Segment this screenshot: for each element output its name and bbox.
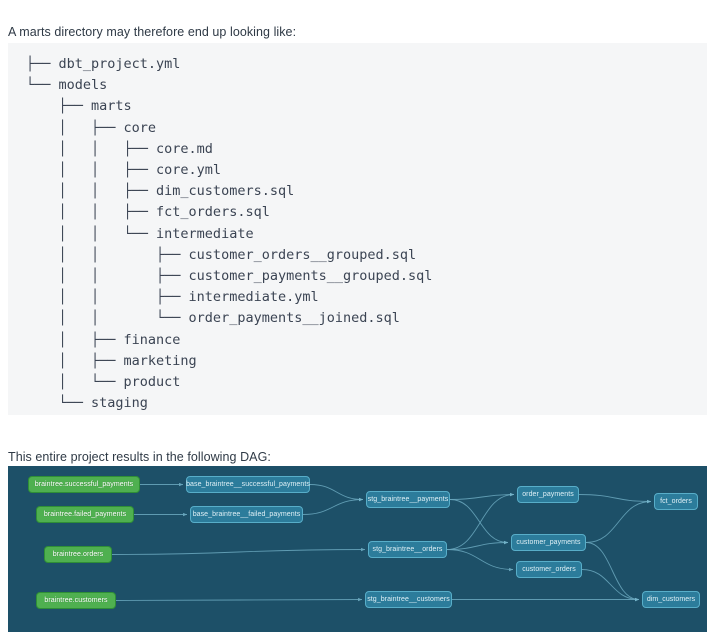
dag-node-label: braintree.failed_payments [43, 511, 127, 518]
dag-edge-base_braintree_successful_payments-to-stg_braintree_payments [309, 484, 364, 502]
dag-panel: braintree.successful_payments braintree.f… [8, 466, 707, 632]
dag-edge-base_braintree_failed_payments-to-stg_braintree_payments [302, 497, 364, 515]
dag-edge-customer_payments-to-fct_orders [585, 499, 652, 543]
dag-node-order_payments[interactable]: order_payments [517, 486, 579, 503]
dag-edge-braintree_customers-to-stg_braintree_customers [115, 597, 363, 602]
dag-node-stg_braintree_payments[interactable]: stg_braintree__payments [366, 491, 450, 508]
dag-paragraph: This entire project results in the follo… [8, 449, 271, 464]
dag-graph: braintree.successful_payments braintree.f… [8, 466, 707, 632]
dag-node-label: customer_payments [516, 539, 581, 546]
dag-node-label: braintree.orders [52, 551, 104, 558]
dag-node-dim_customers[interactable]: dim_customers [642, 591, 700, 608]
dag-edge-customer_payments-to-dim_customers [585, 542, 640, 602]
dag-node-stg_braintree_orders[interactable]: stg_braintree__orders [368, 541, 447, 558]
dag-node-braintree_failed_payments[interactable]: braintree.failed_payments [36, 506, 134, 523]
dag-edge-stg_braintree_orders-to-order_payments [446, 492, 515, 550]
dag-node-label: stg_braintree__payments [367, 496, 449, 503]
dag-edges-layer [111, 482, 652, 602]
dag-node-braintree_orders[interactable]: braintree.orders [44, 546, 112, 563]
dag-node-base_braintree_failed_payments[interactable]: base_braintree__failed_payments [190, 506, 303, 523]
dag-node-label: fct_orders [660, 498, 692, 505]
dag-node-fct_orders[interactable]: fct_orders [654, 493, 698, 510]
dag-edge-customer_orders-to-dim_customers [581, 569, 640, 602]
dag-edge-stg_braintree_orders-to-customer_orders [446, 549, 514, 572]
dag-node-customer_payments[interactable]: customer_payments [511, 534, 586, 551]
dag-edge-stg_braintree_payments-to-order_payments [449, 492, 515, 500]
dag-edge-stg_braintree_payments-to-customer_payments [449, 499, 509, 545]
dag-node-label: base_braintree__failed_payments [192, 511, 301, 518]
dag-node-label: base_braintree__successful_payments [186, 481, 310, 488]
dag-node-braintree_customers[interactable]: braintree.customers [36, 592, 116, 609]
dag-node-label: order_payments [522, 491, 574, 498]
dag-node-label: stg_braintree__customers [367, 596, 450, 603]
dag-edge-braintree_orders-to-stg_braintree_orders [111, 547, 366, 555]
dag-node-label: dim_customers [646, 596, 696, 603]
dag-node-customer_orders[interactable]: customer_orders [516, 561, 582, 578]
dag-node-braintree_successful_payments[interactable]: braintree.successful_payments [28, 476, 140, 493]
dag-node-label: braintree.customers [44, 597, 108, 604]
dag-node-base_braintree_successful_payments[interactable]: base_braintree__successful_payments [186, 476, 310, 493]
dag-node-label: stg_braintree__orders [372, 546, 443, 553]
intro-paragraph: A marts directory may therefore end up l… [8, 24, 297, 39]
dag-edge-order_payments-to-fct_orders [578, 494, 652, 504]
dag-node-label: customer_orders [522, 566, 576, 573]
dag-edge-stg_braintree_orders-to-customer_payments [446, 540, 509, 550]
dag-node-stg_braintree_customers[interactable]: stg_braintree__customers [365, 591, 452, 608]
dag-node-label: braintree.successful_payments [34, 481, 134, 488]
directory-tree-code-block: ├── dbt_project.yml └── models ├── marts… [8, 43, 707, 415]
directory-tree-text: ├── dbt_project.yml └── models ├── marts… [26, 56, 433, 412]
